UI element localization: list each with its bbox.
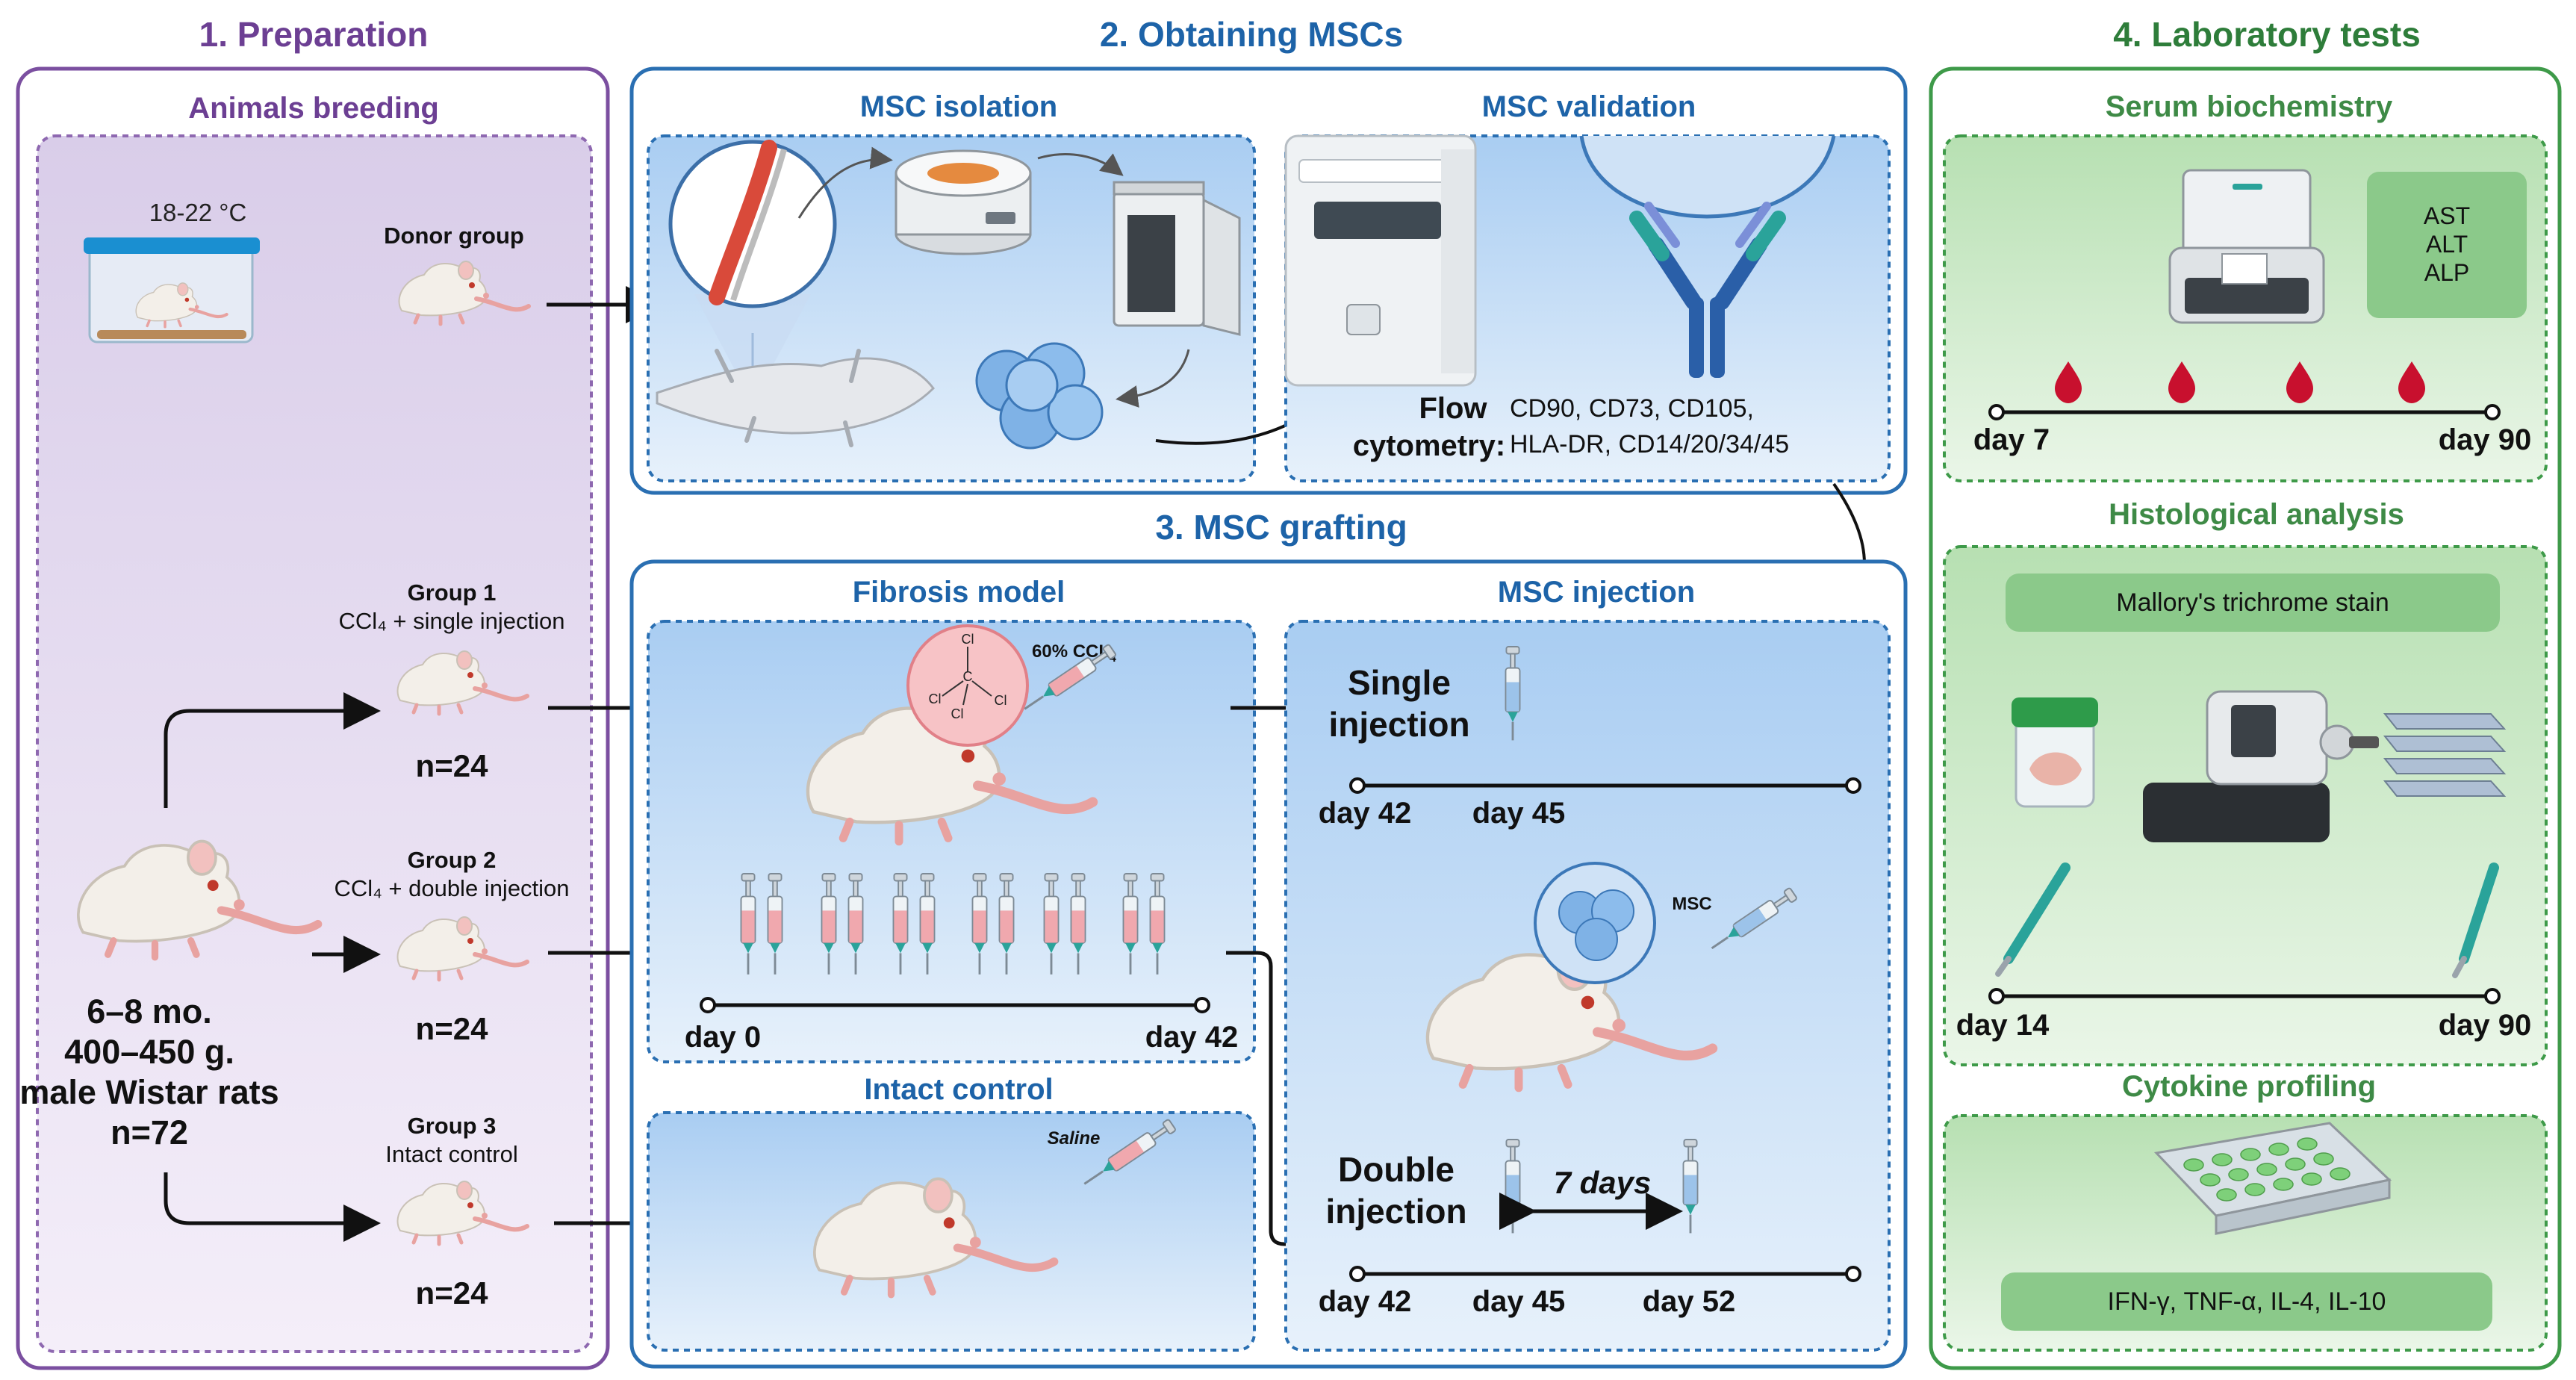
antibody-icon	[1629, 202, 1786, 378]
animals-breeding-panel	[36, 134, 593, 1353]
svg-text:C: C	[963, 669, 973, 684]
single-injection-label-2: injection	[1328, 705, 1469, 744]
cell-arc-icon	[1579, 135, 1836, 219]
fibrosis-model-title: Fibrosis model	[853, 576, 1065, 609]
double-timeline	[1349, 1266, 1861, 1282]
section-title-obtaining: 2. Obtaining MSCs	[1100, 15, 1403, 54]
cytokine-title: Cytokine profiling	[2122, 1070, 2376, 1103]
scalpel-left-icon	[1995, 862, 2071, 977]
histology-end-label: day 90	[2439, 1009, 2532, 1042]
group3-title: Group 3	[408, 1113, 497, 1139]
well-plate-icon	[2153, 1122, 2392, 1235]
section-title-grafting: 3. MSC grafting	[1155, 508, 1407, 547]
msc-cells-magnifier-icon	[1534, 862, 1656, 984]
rat-age: 6–8 mo.	[87, 992, 212, 1031]
fibrosis-end-label: day 42	[1145, 1021, 1239, 1054]
rat-strain: male Wistar rats	[19, 1073, 279, 1111]
double-day42-label: day 42	[1319, 1285, 1412, 1318]
marker-ast: AST	[2424, 202, 2470, 229]
single-injection-label-1: Single	[1348, 663, 1451, 702]
group1-connector	[164, 692, 381, 808]
animals-breeding-title: Animals breeding	[188, 92, 439, 125]
flow-label-2: cytometry:	[1353, 429, 1506, 462]
group2-desc: CCl₄ + double injection	[334, 875, 569, 901]
group2-count: n=24	[416, 1011, 489, 1046]
section-title-preparation: 1. Preparation	[199, 15, 429, 54]
microtome-icon	[2143, 690, 2379, 842]
svg-text:Cl: Cl	[929, 691, 942, 706]
centrifuge-icon	[895, 149, 1032, 255]
serum-title: Serum biochemistry	[2106, 90, 2393, 123]
group3-desc: Intact control	[385, 1141, 517, 1167]
msc-label: MSC	[1672, 894, 1711, 914]
double-injection-label-2: injection	[1325, 1192, 1466, 1231]
group2-title: Group 2	[408, 847, 497, 873]
single-day42-label: day 42	[1319, 797, 1412, 830]
msc-grafting-section: 3. MSC grafting Fibrosis model Cl C Cl C…	[629, 508, 1908, 1369]
flow-cytometer-icon	[1284, 134, 1477, 387]
flow-label-1: Flow	[1419, 392, 1487, 425]
intact-control-title: Intact control	[864, 1073, 1053, 1106]
biochemistry-analyzer-icon	[2168, 169, 2325, 324]
isolation-flow-arrow-3	[1116, 349, 1190, 408]
fibrosis-to-double-arrow	[1226, 951, 1344, 1263]
double-day52-label: day 52	[1643, 1285, 1736, 1318]
cytokine-label: IFN-γ, TNF-α, IL-4, IL-10	[2108, 1287, 2386, 1316]
histology-start-label: day 14	[1956, 1009, 2050, 1042]
flow-markers-2: HLA-DR, CD14/20/34/45	[1510, 430, 1789, 459]
fibrosis-start-label: day 0	[685, 1021, 761, 1054]
isolation-flow-arrow-1	[797, 146, 893, 219]
serum-start-label: day 7	[1973, 423, 2050, 456]
msc-cluster-icon	[975, 342, 1104, 450]
single-timeline	[1349, 777, 1861, 794]
preparation-section: 1. Preparation Animals breeding 18-22 °C…	[16, 15, 675, 1370]
saline-label: Saline	[1048, 1128, 1101, 1149]
donor-group-label: Donor group	[384, 223, 524, 249]
serum-end-label: day 90	[2439, 423, 2532, 456]
incubator-icon	[1113, 181, 1241, 336]
cytokine-box	[2001, 1272, 2492, 1331]
svg-text:Cl: Cl	[995, 693, 1007, 708]
group3-connector	[164, 1172, 381, 1242]
rat-total-count: n=72	[111, 1113, 188, 1151]
stain-box	[2006, 574, 2500, 632]
msc-injection-title: MSC injection	[1498, 576, 1695, 609]
group1-count: n=24	[416, 748, 489, 783]
isolation-flow-arrow-2	[1037, 153, 1124, 176]
sacrificed-rat-icon	[656, 349, 935, 447]
single-day45-label: day 45	[1472, 797, 1566, 830]
slides-icon	[2383, 713, 2507, 797]
stain-label: Mallory's trichrome stain	[2116, 588, 2389, 617]
serum-timeline	[1988, 404, 2501, 420]
fibrosis-model-panel	[647, 620, 1256, 1063]
marker-alp: ALP	[2424, 259, 2469, 286]
laboratory-tests-section: 4. Laboratory tests Serum biochemistry A…	[1929, 15, 2562, 1370]
specimen-jar-icon	[2012, 697, 2098, 808]
double-day45-label: day 45	[1472, 1285, 1566, 1318]
ccl4-molecule-icon: Cl C Cl Cl Cl	[906, 624, 1029, 747]
flow-markers-1: CD90, CD73, CD105,	[1510, 394, 1754, 423]
marker-alt: ALT	[2426, 231, 2468, 258]
svg-text:Cl: Cl	[951, 706, 964, 721]
msc-validation-title: MSC validation	[1482, 90, 1696, 123]
cage-illustration	[84, 237, 260, 344]
double-injection-label-1: Double	[1338, 1150, 1455, 1189]
group1-desc: CCl₄ + single injection	[339, 608, 565, 634]
rat-weight: 400–450 g.	[64, 1033, 234, 1071]
fibrosis-timeline	[700, 997, 1210, 1013]
bone-magnifier-icon	[668, 140, 837, 403]
temperature-label: 18-22 °C	[149, 199, 247, 226]
svg-text:Cl: Cl	[962, 632, 974, 647]
scalpel-right-icon	[2452, 862, 2499, 978]
group1-title: Group 1	[408, 579, 497, 606]
obtaining-mscs-section: 2. Obtaining MSCs MSC isolation	[629, 15, 1908, 683]
interval-label: 7 days	[1554, 1165, 1652, 1200]
section-title-lab: 4. Laboratory tests	[2113, 15, 2421, 54]
msc-isolation-title: MSC isolation	[860, 90, 1057, 123]
histology-timeline	[1988, 988, 2501, 1004]
histology-title: Histological analysis	[2109, 498, 2404, 531]
liver-markers-box	[2367, 172, 2527, 318]
group3-count: n=24	[416, 1275, 489, 1311]
